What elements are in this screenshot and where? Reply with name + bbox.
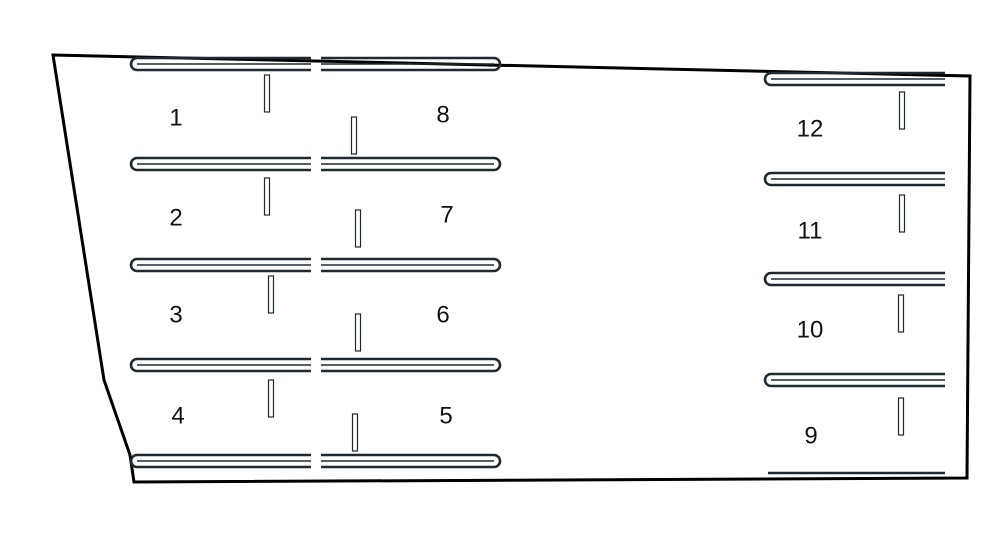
wheel-stop-5 (267, 275, 275, 314)
stall-stripe-right-2 (763, 171, 945, 187)
wheel-stop-2 (350, 116, 358, 155)
space-number-2: 2 (169, 204, 182, 231)
wheel-stop-12 (897, 397, 905, 436)
space-number-5: 5 (439, 402, 452, 429)
space-number-4: 4 (171, 402, 184, 429)
space-number-3: 3 (169, 301, 182, 328)
wheel-stop-6 (354, 313, 362, 352)
wheel-stop-7 (267, 379, 275, 418)
stall-stripe-middle-1 (321, 56, 502, 72)
stall-stripe-left-1 (129, 56, 311, 72)
wheel-stop-3 (263, 177, 271, 216)
space-number-11: 11 (798, 217, 823, 244)
stall-stripe-left-3 (129, 257, 311, 273)
stall-stripe-middle-5 (321, 453, 502, 469)
wheel-stop-4 (354, 209, 362, 248)
space-number-9: 9 (804, 422, 817, 449)
space-number-8: 8 (436, 101, 449, 128)
stall-stripe-left-2 (129, 156, 311, 172)
space-number-10: 10 (797, 316, 824, 343)
space-number-12: 12 (797, 115, 824, 142)
wheel-stop-11 (897, 294, 905, 333)
stall-stripe-right-3 (763, 271, 945, 287)
stall-stripe-middle-2 (321, 156, 502, 172)
stall-stripe-left-5 (129, 453, 311, 469)
stall-stripe-middle-4 (321, 357, 502, 373)
space-number-7: 7 (440, 201, 453, 228)
stall-stripe-right-4 (763, 372, 945, 388)
wheel-stop-8 (351, 413, 359, 452)
space-number-6: 6 (436, 301, 449, 328)
stall-stripe-right-1 (763, 71, 945, 87)
stall-stripe-left-4 (129, 357, 311, 373)
stall-stripe-middle-3 (321, 257, 502, 273)
space-number-1: 1 (169, 104, 182, 131)
wheel-stop-9 (898, 91, 906, 130)
wheel-stop-1 (263, 74, 271, 113)
wheel-stop-10 (898, 194, 906, 233)
lot-boundary (51, 53, 972, 484)
